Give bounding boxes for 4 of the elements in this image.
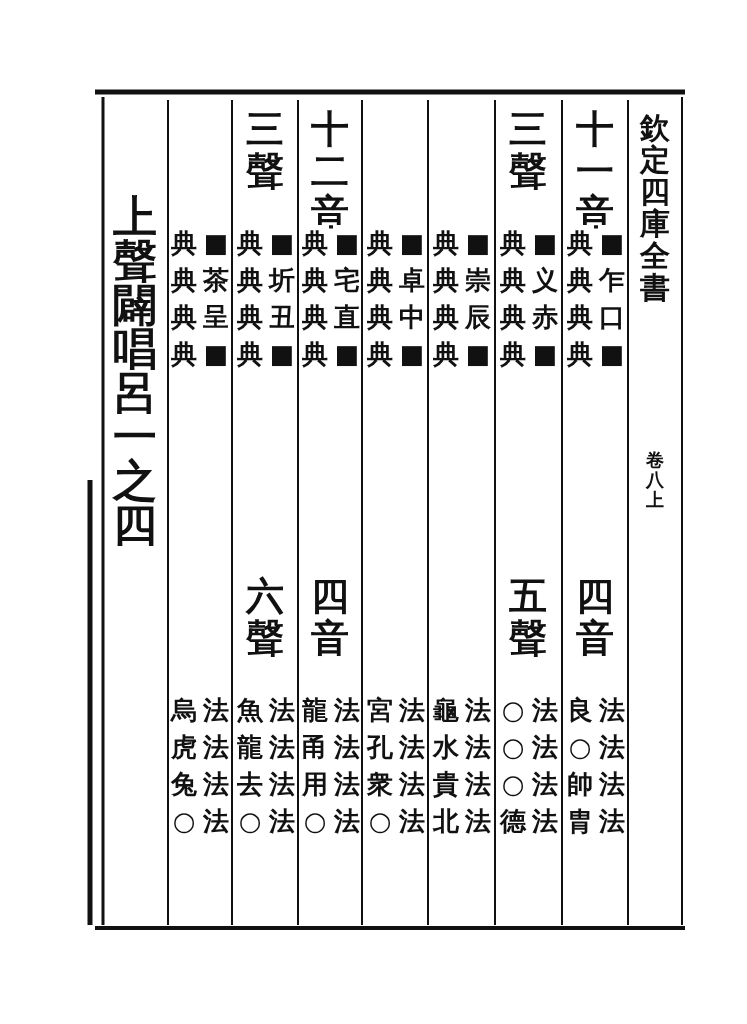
column-heading: 六聲 — [245, 575, 285, 659]
volume-number: 卷八上 — [645, 450, 665, 510]
chapter-title: 上聲闢唱呂一之四 — [112, 195, 158, 547]
running-header: 欽定四庫全書 — [639, 112, 671, 304]
